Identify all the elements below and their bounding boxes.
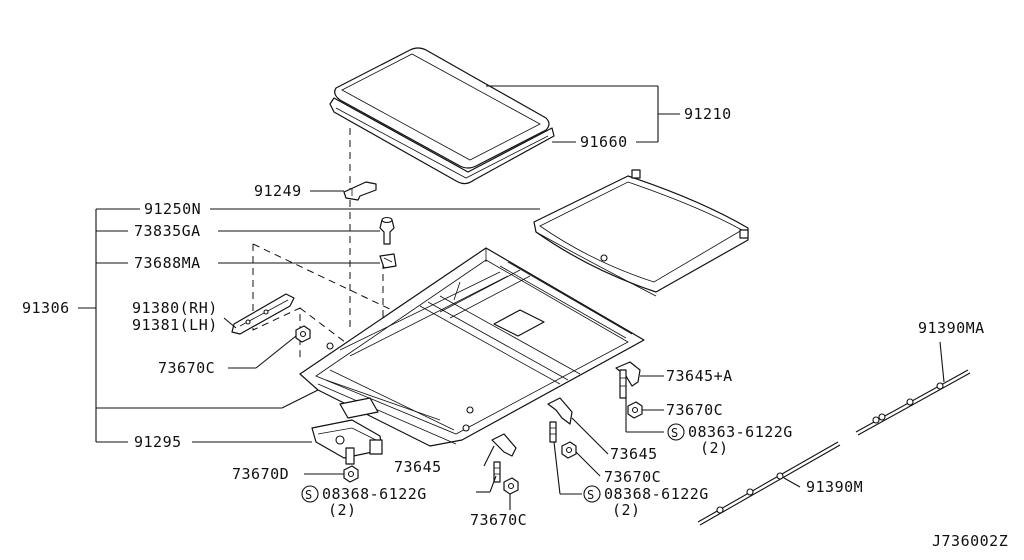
leader-lines (78, 190, 945, 510)
side-rail-91380-91381 (231, 293, 295, 335)
label-91381: 91381(LH) (132, 316, 218, 334)
drain-hose-91390MA (855, 369, 971, 436)
label-73645-middle: 73645 (394, 458, 442, 476)
nut-73670C-right-lower (561, 441, 577, 459)
label-91295: 91295 (134, 433, 182, 451)
label-91250N: 91250N (144, 200, 201, 218)
label-08368-left-qty: (2) (328, 501, 357, 519)
label-08363-qty: (2) (700, 439, 729, 457)
label-73835GA: 73835GA (134, 222, 201, 240)
diagram-code: J736002Z (932, 532, 1008, 550)
label-73645A: 73645+A (666, 367, 733, 385)
label-73670C-right-lower: 73670C (604, 468, 661, 486)
s-mark-icon (583, 485, 601, 503)
label-91306: 91306 (22, 299, 70, 317)
label-73670C-left: 73670C (158, 359, 215, 377)
sunroof-frame (299, 247, 645, 447)
glass-weatherstrip (329, 97, 555, 185)
nut-73670C-bottom (503, 477, 519, 495)
clip-91249 (343, 181, 377, 201)
label-73645-right: 73645 (610, 445, 658, 463)
label-08368-left: 08368-6122G (322, 485, 427, 503)
label-91390M: 91390M (806, 478, 863, 496)
bracket-73645-middle (491, 433, 517, 483)
label-91210: 91210 (684, 105, 732, 123)
clip-73835GA (379, 216, 395, 245)
s-mark-icon (667, 423, 685, 441)
sunroof-glass-lid (334, 47, 550, 169)
label-91390MA: 91390MA (918, 319, 985, 337)
label-91249: 91249 (254, 182, 302, 200)
s-mark-icon (301, 485, 319, 503)
label-73670C-bottom: 73670C (470, 511, 527, 529)
drain-hose-91390M (697, 441, 841, 526)
label-73670D: 73670D (232, 465, 289, 483)
label-08363: 08363-6122G (688, 423, 793, 441)
callout-91210 (486, 85, 680, 143)
s-mark-text: S (305, 488, 313, 502)
label-73670C-right-upper: 73670C (666, 401, 723, 419)
label-91380: 91380(RH) (132, 299, 218, 317)
label-91660: 91660 (580, 133, 628, 151)
label-08368-right-qty: (2) (612, 501, 641, 519)
nut-73670C-right-upper (627, 401, 643, 419)
label-08368-right: 08368-6122G (604, 485, 709, 503)
clip-73688MA (379, 253, 397, 269)
nut-73670D (343, 465, 359, 483)
part-labels: 91210 91660 91249 91250N 73835GA 73688MA… (22, 105, 1008, 550)
bracket-73645A (615, 361, 641, 399)
bracket-73645-right (547, 397, 573, 443)
bracket-91295 (311, 419, 383, 465)
nut-73670C-left (295, 325, 311, 343)
sunshade-panel (533, 169, 749, 297)
s-mark-text: S (671, 426, 679, 440)
s-mark-text: S (587, 488, 595, 502)
label-73688MA: 73688MA (134, 254, 201, 272)
